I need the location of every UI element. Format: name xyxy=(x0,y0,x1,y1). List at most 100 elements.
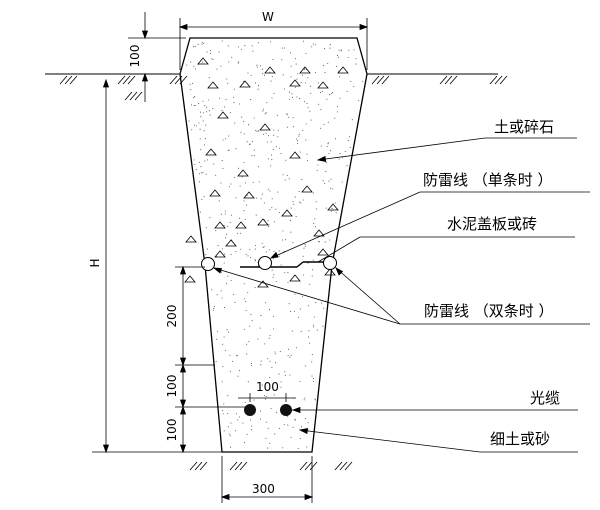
speckle-dot xyxy=(315,208,317,210)
speckle-dot xyxy=(190,104,193,106)
speckle-dot xyxy=(339,153,341,155)
speckle-dot xyxy=(239,370,241,372)
speckle-dot xyxy=(341,157,344,159)
speckle-dot xyxy=(243,328,245,330)
speckle-dot xyxy=(313,222,315,224)
speckle-dot xyxy=(205,124,207,126)
gravel-mark xyxy=(235,221,247,229)
speckle-dot xyxy=(317,82,319,84)
speckle-dot xyxy=(297,73,299,75)
speckle-dot xyxy=(191,129,193,131)
speckle-dot xyxy=(289,220,292,222)
speckle-dot xyxy=(229,446,232,448)
speckle-dot xyxy=(311,361,313,363)
speckle-dot xyxy=(320,145,322,147)
speckle-dot xyxy=(254,259,256,261)
hatch-mark xyxy=(229,461,238,471)
speckle-dot xyxy=(202,100,204,102)
dimension-top-width xyxy=(178,18,369,70)
speckle-dot xyxy=(205,173,207,175)
speckle-dot xyxy=(294,196,296,198)
speckle-dot xyxy=(325,207,327,209)
top-width-label: W xyxy=(262,10,274,24)
speckle-dot xyxy=(331,92,333,95)
speckle-dot xyxy=(326,98,328,100)
speckle-dot xyxy=(222,139,224,141)
speckle-dot xyxy=(267,188,269,190)
speckle-dot xyxy=(212,309,214,311)
speckle-dot xyxy=(233,293,235,295)
speckle-dot xyxy=(262,247,264,249)
speckle-dot xyxy=(250,99,252,101)
speckle-dot xyxy=(271,207,273,209)
speckle-dot xyxy=(221,160,223,162)
speckle-dot xyxy=(225,237,227,239)
speckle-dot xyxy=(241,176,243,178)
speckle-dot xyxy=(205,254,207,256)
speckle-dot xyxy=(247,291,249,294)
speckle-dot xyxy=(336,55,339,57)
speckle-dot xyxy=(198,102,200,104)
speckle-dot xyxy=(334,117,336,119)
speckle-dot xyxy=(237,61,240,63)
speckle-dot xyxy=(208,77,210,79)
speckle-dot xyxy=(334,138,337,140)
speckle-dot xyxy=(314,226,317,228)
speckle-dot xyxy=(201,43,203,45)
speckle-dot xyxy=(256,130,258,132)
speckle-dot xyxy=(220,290,222,292)
speckle-dot xyxy=(273,273,275,276)
speckle-dot xyxy=(243,200,245,202)
speckle-dot xyxy=(190,61,192,63)
speckle-dot xyxy=(271,154,273,156)
speckle-dot xyxy=(250,314,252,316)
speckle-dot xyxy=(305,139,307,141)
speckle-dot xyxy=(299,201,301,203)
speckle-dot xyxy=(253,117,255,119)
speckle-dot xyxy=(271,366,273,368)
speckle-dot xyxy=(278,211,280,214)
speckle-dot xyxy=(227,426,229,428)
label-lightning-single: 防雷线 （单条时 ） xyxy=(423,171,553,189)
speckle-dot xyxy=(328,152,330,155)
speckle-dot xyxy=(312,192,315,194)
speckle-dot xyxy=(193,159,195,161)
speckle-dot xyxy=(330,210,332,212)
speckle-dot xyxy=(247,72,249,74)
speckle-dot xyxy=(255,214,257,216)
backfill-texture xyxy=(186,40,364,450)
speckle-dot xyxy=(346,165,348,167)
speckle-dot xyxy=(249,256,252,259)
speckle-dot xyxy=(272,328,275,330)
speckle-dot xyxy=(261,384,263,386)
speckle-dot xyxy=(267,135,269,137)
spacing-100-bottom-label: 100 xyxy=(165,419,179,442)
speckle-dot xyxy=(244,45,246,47)
speckle-dot xyxy=(243,161,245,164)
speckle-dot xyxy=(271,269,273,271)
speckle-dot xyxy=(224,349,226,351)
speckle-dot xyxy=(193,124,196,126)
speckle-dot xyxy=(254,82,257,84)
speckle-dot xyxy=(274,353,276,355)
speckle-dot xyxy=(286,126,288,128)
speckle-dot xyxy=(303,399,305,401)
speckle-dot xyxy=(340,49,342,51)
speckle-dot xyxy=(305,82,307,84)
hatch-mark xyxy=(199,461,208,471)
speckle-dot xyxy=(205,227,207,229)
speckle-dot xyxy=(314,71,316,73)
speckle-dot xyxy=(322,65,324,67)
speckle-dot xyxy=(250,429,252,431)
speckle-dot xyxy=(195,169,197,171)
speckle-dot xyxy=(218,51,220,53)
speckle-dot xyxy=(303,40,305,42)
optical-cable-right xyxy=(280,404,292,416)
speckle-dot xyxy=(283,47,286,49)
speckle-dot xyxy=(311,46,313,48)
speckle-dot xyxy=(242,120,244,123)
speckle-dot xyxy=(221,40,223,42)
speckle-dot xyxy=(299,308,301,310)
hatch-mark xyxy=(304,461,313,471)
